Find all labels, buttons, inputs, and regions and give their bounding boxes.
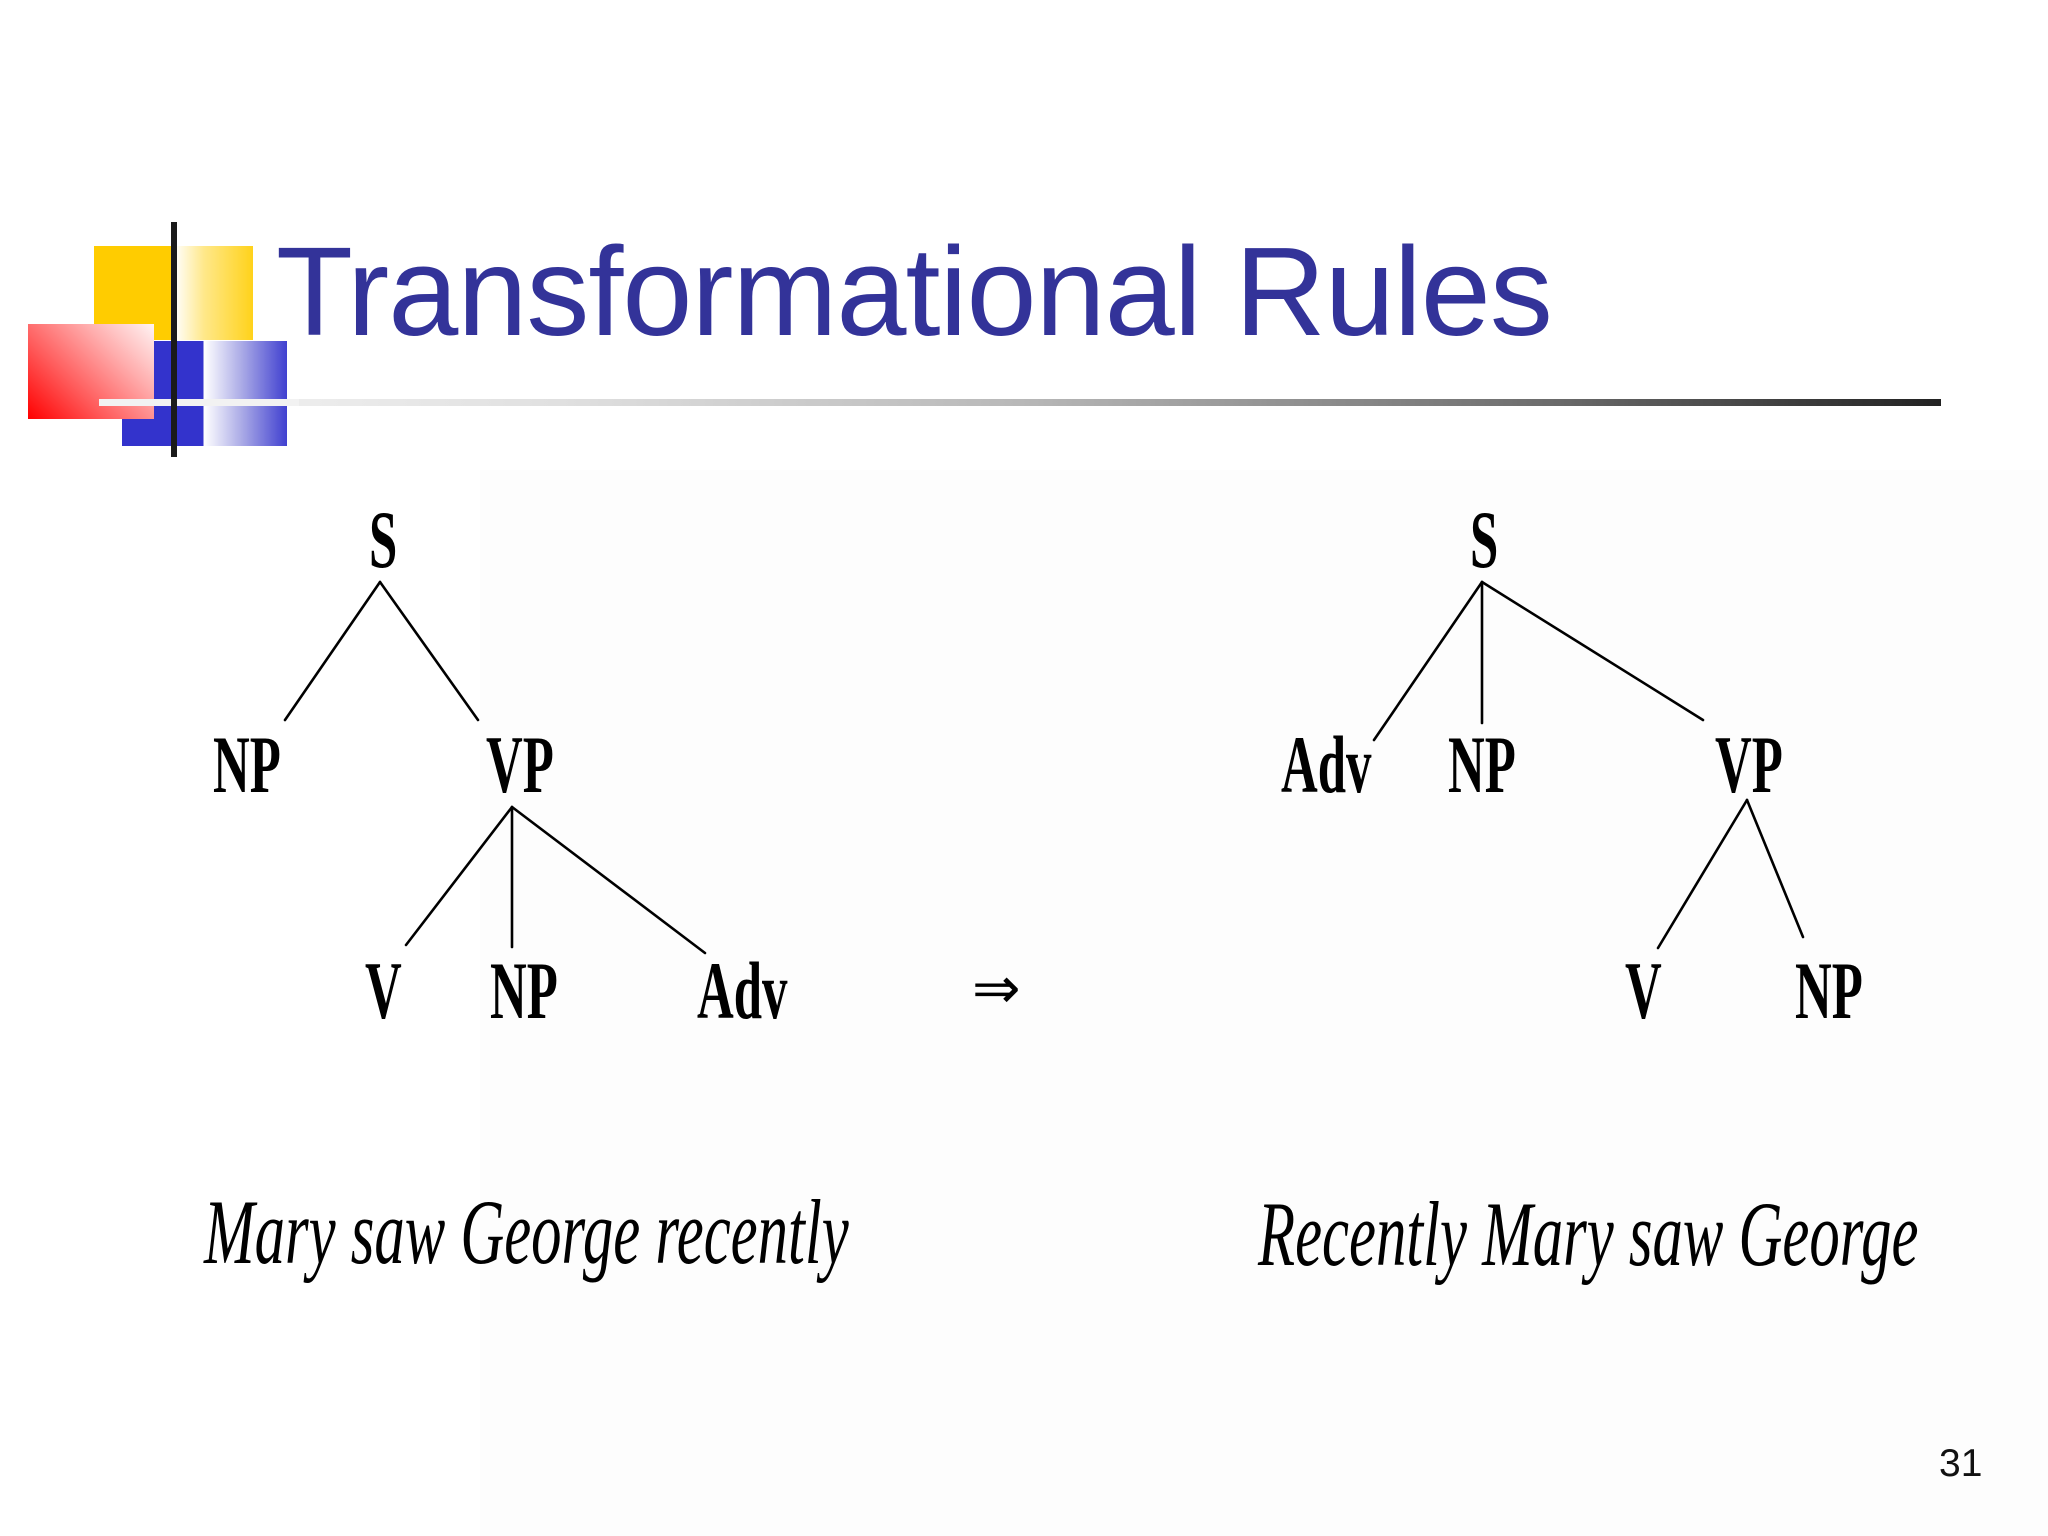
right-tree-node-s: S: [1470, 494, 1499, 585]
right-tree-node-np-object: NP: [1795, 945, 1863, 1036]
diagram-image-area: [480, 470, 2048, 1536]
edge-right-vp-v: [1656, 798, 1749, 950]
edge-right-s-adv: [1372, 580, 1484, 742]
slide-title: Transformational Rules: [276, 221, 1553, 362]
edge-left-vp-adv: [510, 805, 707, 955]
right-tree-node-v: V: [1625, 945, 1662, 1036]
edge-left-s-np: [283, 580, 382, 722]
edge-right-s-vp: [1480, 580, 1705, 722]
title-underline-rule: [99, 399, 1941, 406]
left-tree-node-np-object: NP: [490, 945, 558, 1036]
left-tree-node-np: NP: [213, 719, 281, 810]
edge-left-s-vp: [378, 580, 480, 722]
left-tree-node-s: S: [369, 494, 398, 585]
left-tree-node-adv: Adv: [697, 945, 788, 1036]
right-tree-sentence: Recently Mary saw George: [1258, 1183, 1919, 1285]
right-tree-node-adv: Adv: [1281, 719, 1372, 810]
logo-horizontal-line: [99, 399, 299, 406]
transform-arrow-icon: ⇒: [972, 954, 1021, 1022]
right-tree-node-np: NP: [1448, 719, 1516, 810]
left-tree-node-vp: VP: [486, 719, 554, 810]
left-tree-node-v: V: [365, 945, 402, 1036]
page-number: 31: [1939, 1442, 1983, 1485]
edge-right-vp-np: [1745, 798, 1805, 939]
logo-vertical-line: [171, 222, 177, 457]
right-tree-node-vp: VP: [1715, 719, 1783, 810]
left-tree-sentence: Mary saw George recently: [204, 1181, 849, 1283]
edge-left-vp-v: [404, 805, 514, 947]
